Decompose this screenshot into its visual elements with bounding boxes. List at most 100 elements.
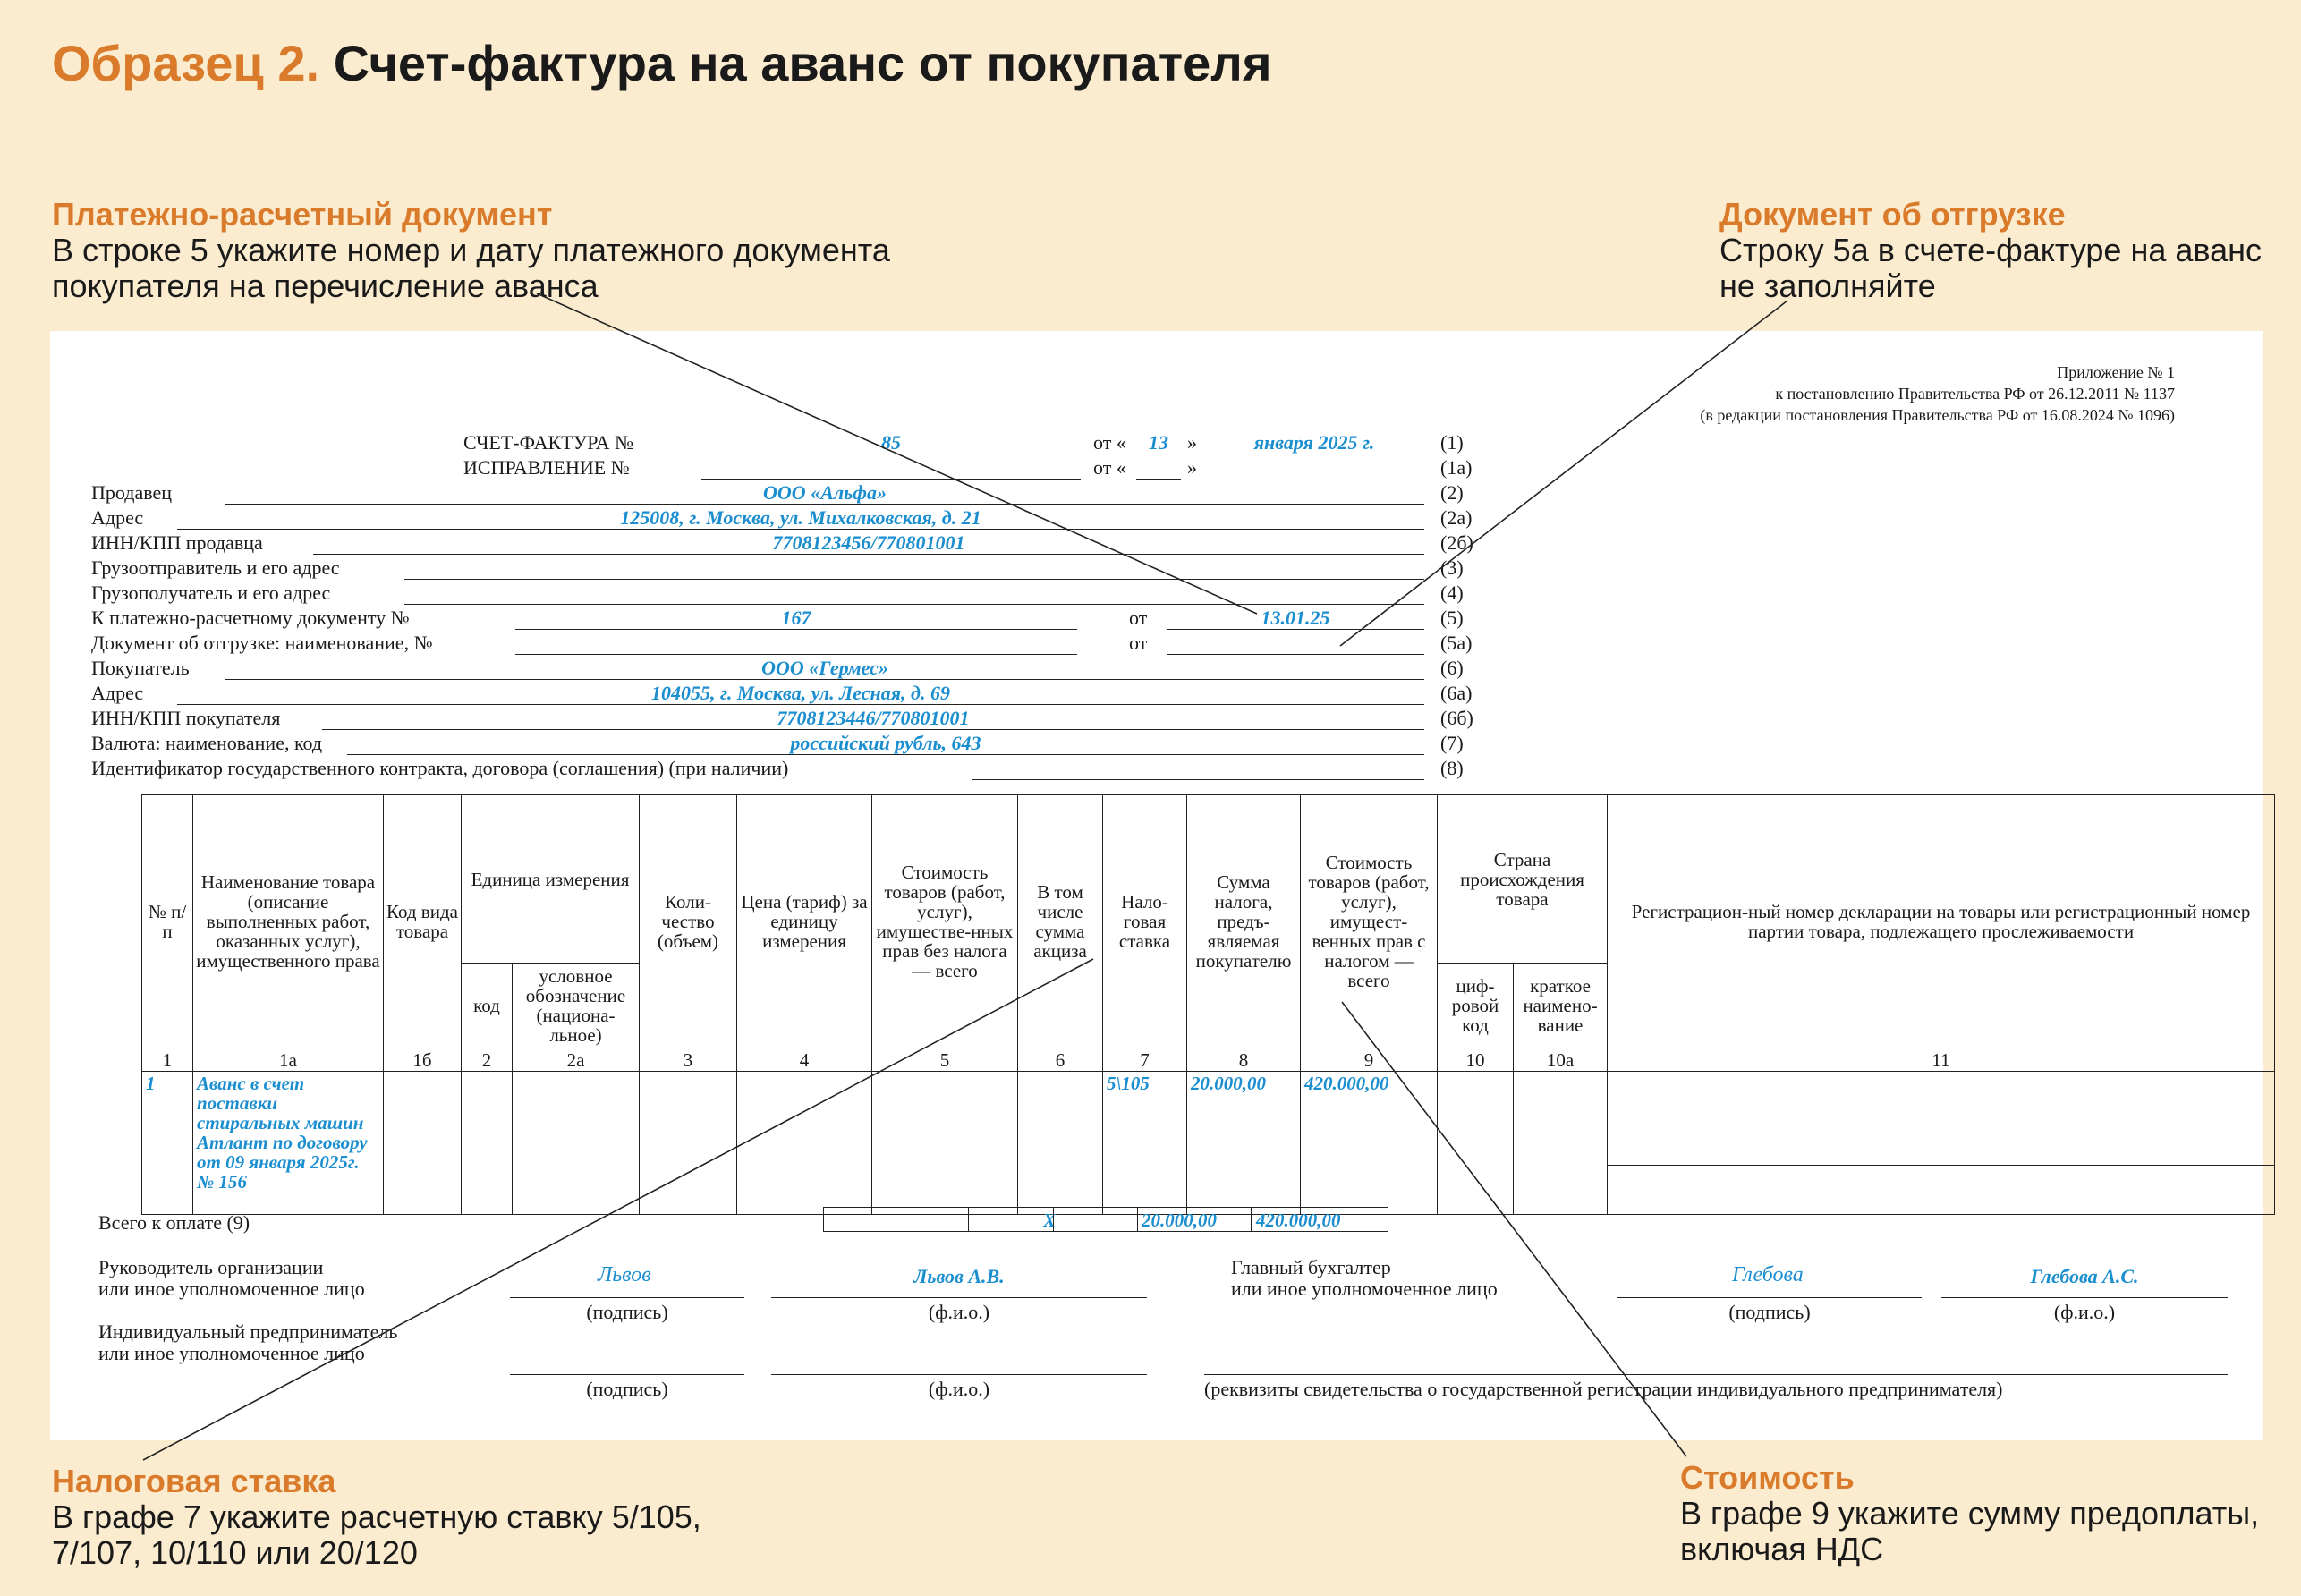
buyer-line (225, 679, 1424, 680)
invoice-quote: » (1187, 431, 1197, 454)
chief-label: или иное уполномоченное лицо (1231, 1278, 1498, 1300)
contract-id-line (972, 779, 1424, 780)
callout-line-tax-rate (142, 958, 1094, 1461)
contract-id-label: Идентификатор государственного контракта… (91, 757, 789, 779)
header-cell: циф-ровой код (1437, 963, 1514, 1048)
correction-from: от « (1093, 456, 1126, 479)
annotation-tax-rate: Налоговая ставка В графе 7 укажите расче… (52, 1464, 701, 1571)
invoice-number: 85 (881, 431, 901, 454)
invoice-label: СЧЕТ-ФАКТУРА № (463, 431, 633, 454)
payment-doc-line (515, 629, 1077, 630)
buyer-value: ООО «Гермес» (761, 657, 888, 679)
correction-quote: » (1187, 456, 1197, 479)
currency-value: российский рубль, 643 (790, 732, 981, 754)
seller-address-code: (2а) (1440, 506, 1473, 529)
annotation-text: 7/107, 10/110 или 20/120 (52, 1534, 418, 1571)
shipment-doc-code: (5а) (1440, 632, 1473, 654)
title-text: Счет-фактура на аванс от покупателя (333, 35, 1272, 91)
table-cell (639, 1071, 737, 1215)
seller-inn-code: (2б) (1440, 531, 1473, 554)
chief-name: Глебова А.С. (2030, 1265, 2139, 1287)
annotation-heading: Платежно-расчетный документ (52, 196, 553, 233)
ip-certificate-line (1204, 1374, 2228, 1375)
consignee-line (404, 604, 1424, 605)
consignee-code: (4) (1440, 582, 1464, 604)
buyer-inn-value: 7708123446/770801001 (777, 707, 970, 729)
fio-caption: (ф.и.о.) (928, 1301, 990, 1323)
chief-signature: Глебова (1732, 1263, 1804, 1286)
seller-address-label: Адрес (91, 506, 144, 529)
col-number: 1 (141, 1048, 193, 1072)
total-label: Всего к оплате (9) (98, 1211, 250, 1234)
annotation-text: В графе 9 укажите сумму предоплаты, (1680, 1495, 2260, 1532)
annotation-text: Строку 5а в счете-фактуре на аванс (1719, 232, 2263, 268)
chief-name-line (1941, 1297, 2228, 1298)
sign-caption: (подпись) (586, 1301, 668, 1323)
buyer-inn-line (322, 729, 1424, 730)
appendix-line: (в редакции постановления Правительства … (1700, 406, 2175, 424)
annotation-heading: Документ об отгрузке (1719, 196, 2066, 233)
shipper-label: Грузоотправитель и его адрес (91, 556, 340, 579)
payment-doc-number: 167 (781, 607, 811, 629)
appendix-line: Приложение № 1 (2057, 363, 2175, 381)
appendix-line: к постановлению Правительства РФ от 26.1… (1775, 385, 2175, 403)
buyer-label: Покупатель (91, 657, 190, 679)
payment-doc-from: от (1129, 607, 1148, 629)
buyer-address-label: Адрес (91, 682, 144, 704)
header-cell: В том числе сумма акциза (1017, 794, 1103, 1048)
table-cell (1017, 1071, 1103, 1215)
invoice-date: января 2025 г. (1253, 431, 1375, 454)
header-cell: Наименование товара (описание выполненны… (192, 794, 384, 1048)
head-label: или иное уполномоченное лицо (98, 1278, 365, 1300)
col-number: 1б (383, 1048, 462, 1072)
correction-code: (1а) (1440, 456, 1473, 479)
consignee-label: Грузополучатель и его адрес (91, 582, 331, 604)
ip-label: Индивидуальный предприниматель (98, 1320, 398, 1343)
seller-code: (2) (1440, 481, 1464, 504)
header-cell: краткое наимено-вание (1512, 963, 1609, 1048)
header-cell: Стоимость товаров (работ, услуг), имущес… (871, 794, 1018, 1048)
head-name-line (771, 1297, 1147, 1298)
head-signature: Львов (598, 1263, 651, 1286)
seller-line (225, 504, 1424, 505)
invoice-day: 13 (1149, 431, 1168, 454)
head-name: Львов А.В. (913, 1265, 1005, 1287)
correction-number-line (701, 479, 1081, 480)
table-cell (1607, 1116, 2276, 1166)
correction-label: ИСПРАВЛЕНИЕ № (463, 456, 630, 479)
annotation-heading: Налоговая ставка (52, 1463, 336, 1499)
annotation-payment: Платежно-расчетный документ В строке 5 у… (52, 197, 890, 304)
table-cell (1607, 1071, 2276, 1116)
buyer-inn-label: ИНН/КПП покупателя (91, 707, 281, 729)
header-cell: Единица измерения (461, 794, 640, 964)
total-sum: 420.000,00 (1256, 1210, 1341, 1231)
buyer-address-line (177, 704, 1424, 705)
ip-certificate-caption: (реквизиты свидетельства о государственн… (1204, 1378, 2003, 1400)
table-cell (736, 1071, 872, 1215)
shipment-doc-date-line (1167, 654, 1424, 655)
shipment-doc-label: Документ об отгрузке: наименование, № (91, 632, 433, 654)
seller-address-line (177, 529, 1424, 530)
callout-line-payment (536, 293, 1258, 615)
col-number: 11 (1607, 1048, 2276, 1072)
total-excise: X (1043, 1210, 1057, 1231)
seller-value: ООО «Альфа» (763, 481, 887, 504)
buyer-address-code: (6а) (1440, 682, 1473, 704)
header-cell: Код вида товара (383, 794, 462, 1048)
header-cell: Стоимость товаров (работ, услуг), имущес… (1300, 794, 1438, 1048)
currency-line (347, 754, 1424, 755)
annotation-text: включая НДС (1680, 1531, 1884, 1567)
buyer-code: (6) (1440, 657, 1464, 679)
table-cell (871, 1071, 1018, 1215)
col-number: 10 (1437, 1048, 1514, 1072)
col-number: 7 (1102, 1048, 1187, 1072)
sign-caption: (подпись) (1728, 1301, 1811, 1323)
callout-line-cost (1341, 1001, 1687, 1457)
header-cell: Сумма налога, предъ-являемая покупателю (1186, 794, 1301, 1048)
title-number: Образец 2. (52, 35, 320, 91)
head-sign-line (510, 1297, 744, 1298)
table-cell (1512, 1071, 1609, 1215)
goods-table: № п/п Наименование товара (описание выпо… (141, 794, 2276, 1215)
seller-inn-label: ИНН/КПП продавца (91, 531, 263, 554)
